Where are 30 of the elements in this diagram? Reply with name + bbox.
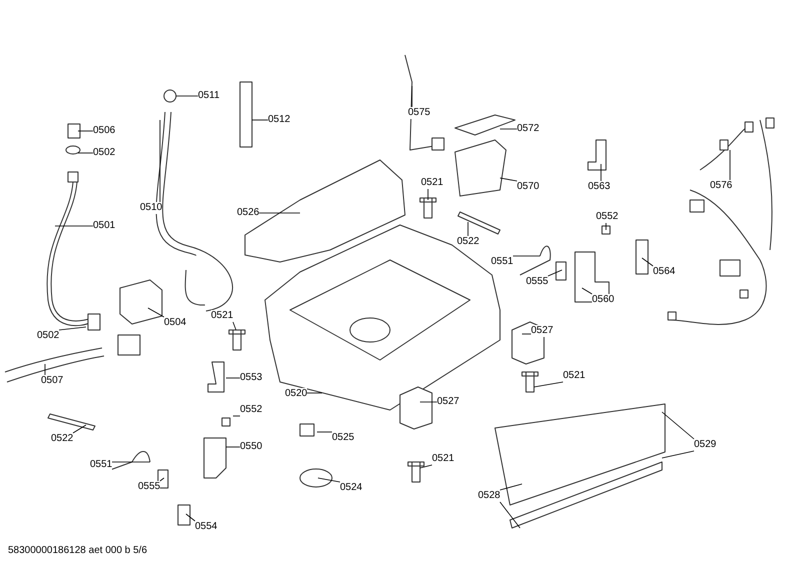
leader-line [534, 382, 564, 388]
leader-line [662, 412, 694, 440]
leader-line [548, 270, 562, 276]
leader-line [226, 446, 240, 448]
callout-number: 0575 [408, 107, 430, 119]
leader-line [160, 478, 164, 482]
leader-line [78, 130, 94, 132]
leader-line [318, 478, 340, 482]
leader-line [306, 392, 322, 394]
callout-number: 0510 [140, 202, 162, 214]
callout-number: 0551 [90, 459, 112, 471]
document-number: 58300000186128 aet 000 b 5/6 [8, 545, 148, 557]
leader-line [232, 322, 236, 330]
leader-line [500, 178, 518, 182]
leader-line [258, 212, 300, 214]
leader-line [500, 502, 520, 528]
leader-line [582, 288, 592, 294]
leader-line [78, 152, 94, 154]
leader-line [186, 514, 196, 522]
leader-line [58, 326, 86, 330]
leader-line [662, 450, 694, 458]
leader-line [44, 364, 46, 376]
leader-line [420, 464, 432, 468]
leader-line [500, 484, 522, 490]
leader-line [600, 164, 602, 182]
leader-line [72, 424, 86, 434]
leader-line [642, 258, 654, 266]
leader-line [148, 308, 164, 318]
leader-line [500, 128, 518, 130]
callout-number: 0527 [531, 325, 554, 337]
